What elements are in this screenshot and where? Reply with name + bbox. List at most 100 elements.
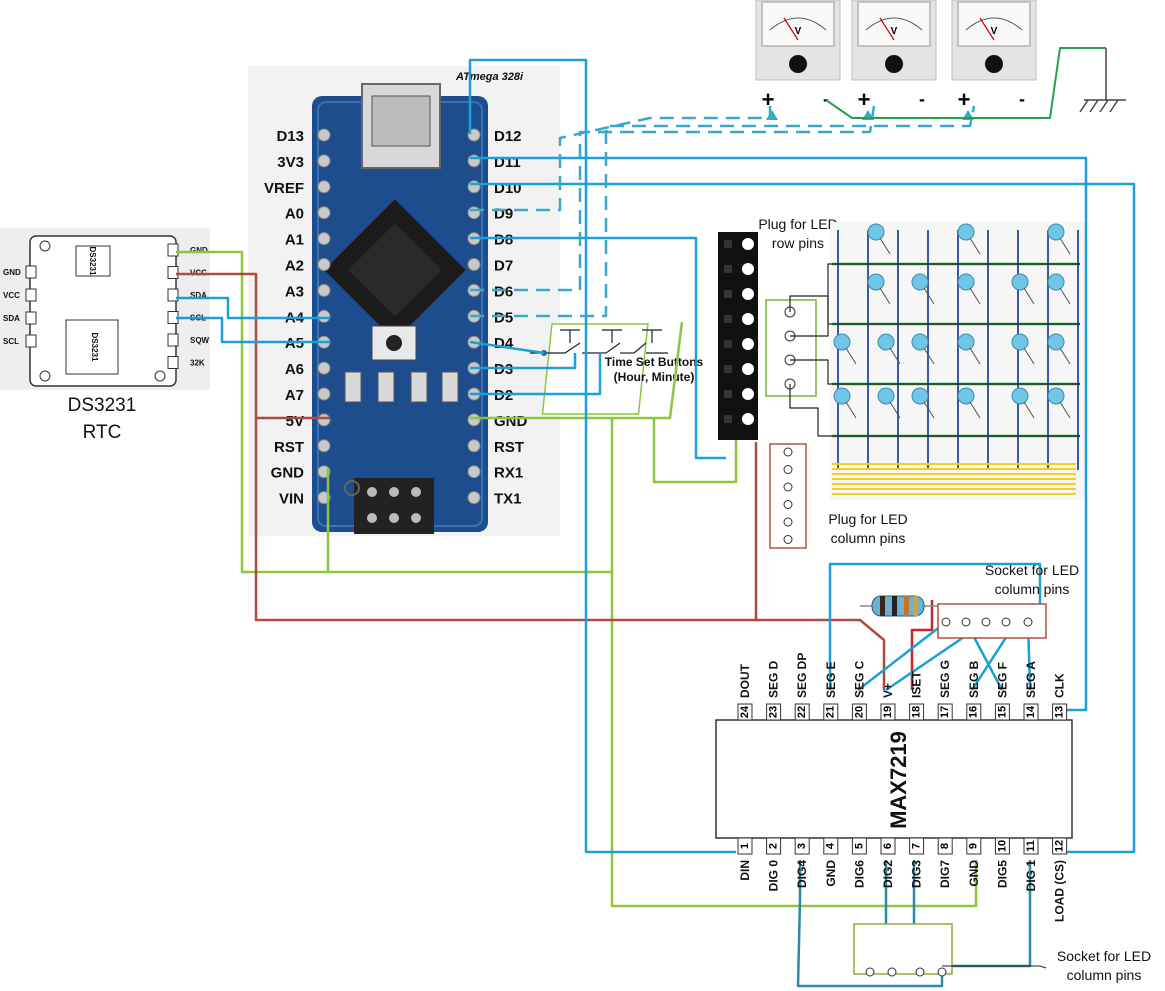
max7219-pin-number: 15	[996, 706, 1008, 718]
meter-minus-label: -	[1019, 89, 1025, 109]
rtc-right-pin	[167, 356, 179, 369]
rtc-right-pin	[167, 243, 179, 257]
max7219-pin-name: CLK	[1053, 673, 1067, 698]
arduino-left-pin-label: A3	[285, 283, 304, 300]
max7219-pin-number: 22	[796, 706, 808, 718]
socket-hole	[941, 617, 951, 627]
matrix-led	[1047, 387, 1065, 405]
max7219-pin-name: DIN	[738, 860, 752, 881]
column-plug-label-2: column pins	[831, 530, 906, 546]
strip-led	[742, 413, 754, 425]
matrix-led	[1047, 273, 1065, 291]
rtc-left-pin-label: SCL	[3, 337, 19, 346]
voltmeter-knob-icon	[789, 55, 807, 73]
matrix-led	[957, 273, 975, 291]
max7219-pin-number: 12	[1054, 840, 1066, 852]
max7219-pin-number: 16	[968, 706, 980, 718]
max7219-pin-name: DIG2	[881, 860, 895, 888]
arduino-left-pin-label: VREF	[264, 180, 304, 197]
max7219-pin-number: 23	[768, 706, 780, 718]
max7219-pin-name: SEG A	[1024, 661, 1038, 698]
matrix-led	[877, 333, 895, 351]
arduino-left-pin-label: VIN	[279, 491, 304, 508]
arduino-right-pin-label: D9	[494, 206, 513, 223]
plug-hole	[783, 517, 793, 527]
arduino-pin-hole	[317, 361, 331, 375]
ground-symbol	[1079, 48, 1126, 113]
led-matrix	[830, 222, 1086, 500]
socket-hole	[1001, 617, 1011, 627]
plug-hole	[783, 465, 793, 474]
max7219-pin-number: 20	[853, 706, 865, 718]
matrix-led	[911, 387, 929, 405]
plug-hole	[783, 535, 793, 544]
arduino-pin-hole	[467, 154, 481, 168]
voltmeters: V+-V+-V+-	[755, 0, 1037, 120]
matrix-led	[833, 387, 851, 405]
max7219-pin-name: SEG C	[852, 660, 866, 698]
strip-led-chip	[724, 340, 732, 348]
arduino-right-pin-label: D2	[494, 387, 513, 404]
max7219-pin-name: DIG 1	[1024, 860, 1038, 892]
strip-led	[742, 263, 754, 275]
time-set-buttons: Time Set Buttons (Hour, Minute)	[530, 323, 704, 415]
meter-minus-label: -	[823, 89, 829, 109]
arduino-pin-hole	[317, 232, 331, 246]
matrix-led	[1011, 273, 1029, 291]
voltmeter-unit: V	[891, 26, 898, 37]
arduino-pin-hole	[317, 206, 331, 220]
arduino-pin-hole	[317, 309, 331, 323]
row-plug: Plug for LED row pins	[758, 216, 838, 397]
max7219-pin-number: 6	[882, 843, 894, 849]
max7219-pin-name: DIG4	[795, 860, 809, 888]
socket-hole	[981, 617, 991, 627]
top-socket-label-1: Socket for LED	[985, 562, 1079, 578]
voltmeter: V+-	[755, 0, 841, 120]
arduino-right-pin-label: D5	[494, 309, 513, 326]
max7219-pin-number: 24	[739, 705, 751, 718]
rtc-left-pin	[25, 334, 37, 348]
matrix-led	[911, 333, 929, 351]
meter-minus-label: -	[919, 89, 925, 109]
arduino-pin-hole	[467, 413, 481, 427]
max7219-pin-number: 14	[1025, 705, 1037, 718]
matrix-led	[957, 333, 975, 351]
arduino-pin-hole	[467, 180, 481, 194]
meter-plus-label: +	[858, 87, 871, 112]
max7219-pin-name: DIG3	[910, 860, 924, 888]
svg-text:DS3231: DS3231	[88, 247, 97, 276]
wires	[176, 47, 1136, 988]
voltmeter-unit: V	[991, 26, 998, 37]
max7219-top-pin: 13 CLK	[1052, 673, 1068, 721]
column-plug-label-1: Plug for LED	[828, 511, 907, 527]
arduino-left-pin-label: A0	[285, 206, 304, 223]
rtc-right-pin-label: SQW	[190, 336, 210, 345]
buttons-label-1: Time Set Buttons	[605, 355, 704, 369]
max7219-pin-number: 13	[1054, 706, 1066, 718]
rtc-right-pin-label: GND	[190, 246, 208, 255]
strip-led-chip	[724, 415, 732, 423]
max7219-pin-number: 11	[1025, 840, 1037, 852]
max7219-pin-name: DIG7	[938, 860, 952, 888]
meter-plus-label: +	[958, 87, 971, 112]
rtc-left-pin	[25, 311, 37, 325]
bottom-socket-label-2: column pins	[1067, 967, 1142, 983]
arduino-right-pin-label: D4	[494, 335, 514, 352]
arduino-right-pin-label: TX1	[494, 491, 522, 508]
arduino-right-pin-label: D11	[494, 154, 521, 171]
arduino-right-pin-label: RST	[494, 439, 524, 456]
iset-resistor	[860, 595, 938, 617]
max7219-pin-name: LOAD (CS)	[1053, 860, 1067, 922]
socket-hole	[961, 617, 971, 627]
strip-led	[742, 313, 754, 325]
rtc-left-pin	[25, 265, 37, 279]
strip-led	[742, 238, 754, 250]
